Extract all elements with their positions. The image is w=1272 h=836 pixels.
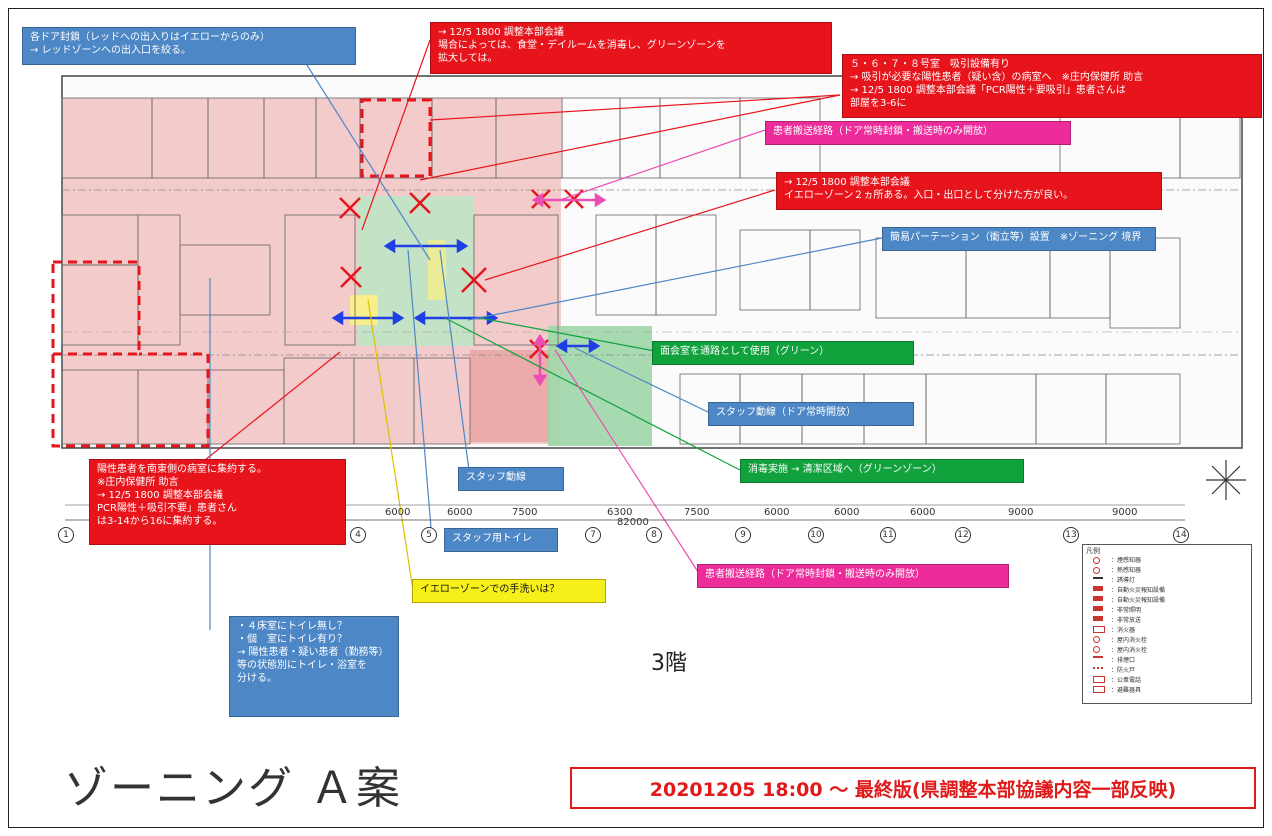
- yellow-zone-1: [350, 295, 378, 325]
- transport-arrows: [531, 192, 607, 387]
- legend-item: ：自動火災報知設備: [1111, 587, 1166, 594]
- note-staff-toilet: スタッフ用トイレ: [444, 528, 558, 552]
- note-meeting-room: 面会室を通路として使用（グリーン）: [652, 341, 914, 365]
- note-toilet-question: ・４床室にトイレ無し？ ・個 室にトイレ有り？ → 陽性患者・疑い患者（勤務等）…: [229, 616, 399, 717]
- note-patient-route-bottom: 患者搬送経路（ドア常時封鎖・搬送時のみ開放）: [697, 564, 1009, 588]
- note-decon: 消毒実施 → 清潔区域へ（グリーンゾーン）: [740, 459, 1024, 483]
- drawing-frame: [8, 8, 1264, 828]
- legend-item: ：屋内消火栓: [1111, 647, 1148, 654]
- dimension-value: 6000: [910, 507, 936, 518]
- legend-item: ：自動火災報知設備: [1111, 597, 1166, 604]
- note-partition: 簡易パーテーション（衝立等）設置 ※ゾーニング 境界: [882, 227, 1156, 251]
- axis-marker: 12: [955, 527, 971, 543]
- partition-arrows: [331, 238, 601, 354]
- legend-item: ：熱感知器: [1111, 567, 1142, 574]
- dimension-value: 6000: [764, 507, 790, 518]
- legend-item: ：非常放送: [1111, 617, 1142, 624]
- total-dimension: 82000: [617, 517, 649, 528]
- axis-marker: 5: [421, 527, 437, 543]
- dimension-value: 7500: [684, 507, 710, 518]
- axis-marker: 14: [1173, 527, 1189, 543]
- note-staff-flow: スタッフ動線: [458, 467, 564, 491]
- note-staff-flow-door: スタッフ動線（ドア常時開放）: [708, 402, 914, 426]
- axis-marker: 4: [350, 527, 366, 543]
- note-suction-rooms: ５・６・７・８号室 吸引設備有り → 吸引が必要な陽性患者（疑い含）の病室へ ※…: [842, 54, 1262, 118]
- yellow-zone-2: [428, 240, 446, 300]
- dimension-value: 6000: [447, 507, 473, 518]
- legend-item: ：誘導灯: [1111, 577, 1136, 584]
- axis-marker: 8: [646, 527, 662, 543]
- note-positive-gather: 陽性患者を南東側の病室に集約する。 ※庄内保健所 助言 → 12/5 1800 …: [89, 459, 346, 545]
- note-patient-route-top: 患者搬送経路（ドア常時封鎖・搬送時のみ開放）: [765, 121, 1071, 145]
- red-dashed-room-3: [51, 352, 210, 448]
- dimension-value: 9000: [1112, 507, 1138, 518]
- note-dining-green: → 12/5 1800 調整本部会議 場合によっては、食堂・デイルームを消毒し、…: [430, 22, 832, 74]
- north-arrow: [1206, 460, 1246, 500]
- legend: 凡例 ：煙感知器 ：熱感知器 ：誘導灯 ：自動火災報知設備 ：自動火災報知設備 …: [1082, 544, 1252, 704]
- axis-marker: 7: [585, 527, 601, 543]
- version-banner: 20201205 18:00 ～ 最終版(県調整本部協議内容一部反映): [570, 767, 1256, 809]
- red-dashed-room-1: [360, 98, 432, 178]
- dimension-value: 6000: [834, 507, 860, 518]
- legend-item: ：消火器: [1111, 627, 1136, 634]
- legend-item: ：屋内消火栓: [1111, 637, 1148, 644]
- axis-marker: 11: [880, 527, 896, 543]
- legend-item: ：排煙口: [1111, 657, 1136, 664]
- red-zone-southeast: [470, 350, 550, 442]
- note-handwash: イエローゾーンでの手洗いは？: [412, 579, 606, 603]
- legend-item: ：避難器具: [1111, 687, 1142, 694]
- dimension-value: 9000: [1008, 507, 1034, 518]
- page-title: ゾーニング Ａ案: [64, 763, 402, 814]
- note-yellow-zone-two: → 12/5 1800 調整本部会議 イエローゾーン２ヵ所ある。入口・出口として…: [776, 172, 1162, 210]
- axis-marker: 1: [58, 527, 74, 543]
- axis-marker: 13: [1063, 527, 1079, 543]
- note-door-closure: 各ドア封鎖（レッドへの出入りはイエローからのみ） → レッドゾーンへの出入口を絞…: [22, 27, 356, 65]
- legend-title: 凡例: [1086, 547, 1100, 555]
- dimension-value: 6000: [385, 507, 411, 518]
- legend-item: ：公衆電話: [1111, 677, 1142, 684]
- axis-marker: 10: [808, 527, 824, 543]
- dimension-value: 6300: [607, 507, 633, 518]
- legend-item: ：防火戸: [1111, 667, 1136, 674]
- legend-item: ：非常照明: [1111, 607, 1142, 614]
- legend-item: ：煙感知器: [1111, 557, 1142, 564]
- floor-label: 3階: [651, 651, 687, 676]
- dimension-value: 7500: [512, 507, 538, 518]
- leader-lines: [204, 39, 883, 630]
- axis-marker: 9: [735, 527, 751, 543]
- room-lines: [61, 97, 1241, 445]
